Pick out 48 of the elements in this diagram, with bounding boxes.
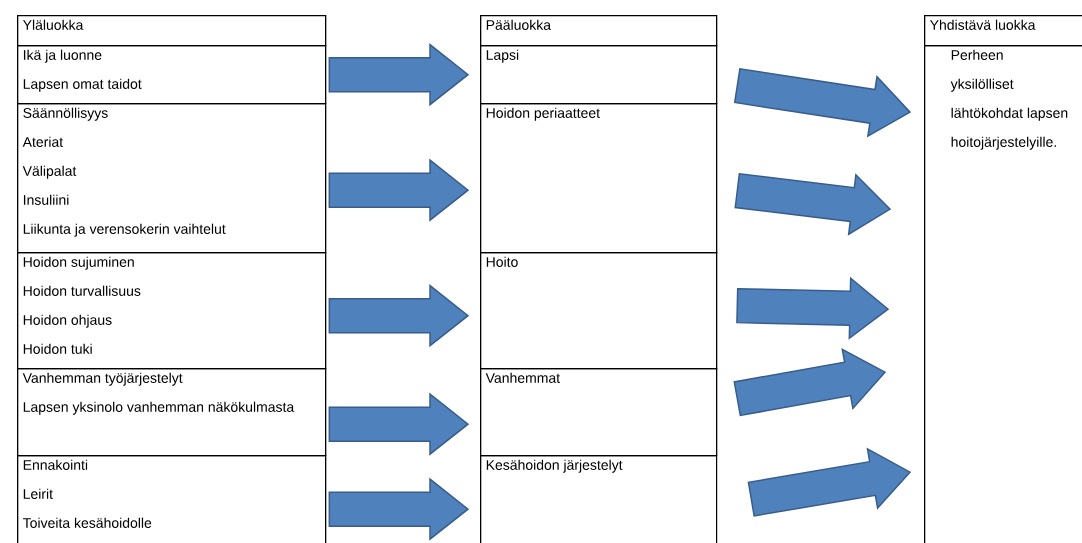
table-cell [480, 103, 718, 254]
block-arrow [328, 284, 470, 348]
cell-text: Lapsen omat taidot [23, 78, 142, 92]
block-arrow [328, 392, 470, 456]
cell-text: Kesähoidon järjestelyt [486, 459, 623, 473]
block-arrow [328, 43, 470, 107]
header-cell [480, 15, 718, 47]
block-arrow [733, 68, 912, 138]
cell-text: Perheen yksilölliset lähtökohdat lapsen hoitojärjestelyille. [950, 49, 1068, 150]
cell-text: Hoidon tuki [23, 343, 92, 354]
cell-text: Välipalat [22, 165, 77, 179]
cell-text: Insuliini [23, 194, 69, 205]
header-cell [924, 15, 1082, 47]
cell-text: Hoidon periaatteet [486, 107, 600, 121]
block-arrow [328, 477, 470, 541]
cell-text: Ateriat [22, 136, 64, 147]
cell-text: Leirit [23, 488, 53, 499]
table-cell [480, 368, 718, 457]
table-cell [480, 455, 718, 543]
cell-text: Vanhemman työjärjestelyt [22, 372, 183, 386]
block-arrow [733, 347, 887, 417]
cell-text: Yläluokka [23, 19, 84, 30]
table-cell [17, 103, 327, 254]
header-cell [17, 15, 327, 47]
cell-text: Hoidon turvallisuus [23, 285, 141, 296]
cell-text: Pääluokka [486, 19, 552, 30]
table-cell [17, 45, 327, 105]
table-cell [17, 455, 327, 543]
cell-text: Ennakointi [23, 459, 88, 470]
cell-text: Hoidon ohjaus [23, 314, 112, 328]
block-arrow [328, 158, 470, 222]
cell-text: Ikä ja luonne [23, 49, 102, 63]
cell-text: Lapsen yksinolo vanhemman näkökulmasta [23, 401, 295, 415]
cell-text: Hoidon sujuminen [23, 256, 134, 270]
cell-text: Liikunta ja verensokerin vaihtelut [23, 223, 226, 237]
cell-text: Lapsi [486, 49, 519, 63]
table-cell [924, 45, 1082, 543]
cell-text: Vanhemmat [485, 372, 560, 383]
block-arrow [736, 276, 890, 340]
cell-text: Hoito [486, 256, 518, 267]
cell-text: Säännöllisyys [23, 107, 108, 121]
table-cell [480, 252, 718, 370]
table-cell [17, 252, 327, 370]
cell-text: Yhdistävä luokka [929, 19, 1036, 30]
cell-text: Toiveita kesähoidolle [23, 517, 152, 528]
table-cell [17, 368, 327, 457]
table-cell [480, 45, 718, 105]
block-arrow [747, 447, 912, 517]
